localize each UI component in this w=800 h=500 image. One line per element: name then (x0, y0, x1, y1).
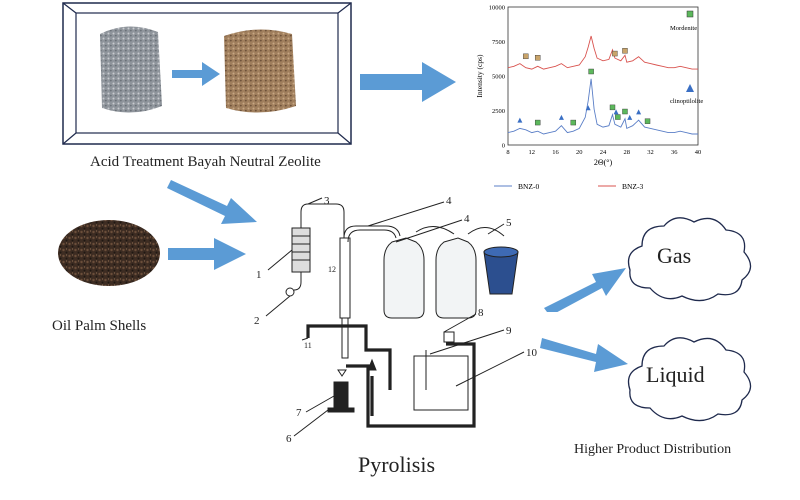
mordenite-marker-bnz0 (644, 118, 651, 124)
collection-bottle-1 (383, 237, 425, 319)
mordenite-marker-bnz3 (612, 50, 618, 57)
part-number-12: 12 (328, 265, 336, 274)
x-tick-label: 36 (671, 149, 678, 156)
part-number-2: 2 (254, 315, 260, 327)
part-number-9: 9 (506, 325, 512, 337)
zeolite-caption: Acid Treatment Bayah Neutral Zeolite (90, 154, 321, 170)
part-number-6: 6 (286, 433, 292, 445)
x-tick-label: 28 (624, 149, 631, 156)
gas-cloud (627, 217, 752, 302)
water-bucket (483, 251, 519, 295)
x-axis-label: 2Θ(°) (594, 158, 613, 167)
mordenite-marker-bnz0 (534, 119, 541, 126)
x-tick-label: 24 (600, 149, 607, 156)
y-tick-label: 2500 (492, 108, 505, 115)
mordenite-marker-bnz3 (534, 55, 541, 61)
part-number-7: 7 (296, 407, 302, 419)
clinoptilolite-marker (517, 117, 523, 123)
x-tick-label: 16 (552, 149, 559, 156)
reactor-column (339, 237, 351, 319)
clinoptilolite-legend-marker (686, 84, 694, 92)
x-tick-label: 32 (647, 149, 654, 156)
mordenite-marker-bnz0 (615, 114, 621, 120)
y-tick-label: 5000 (492, 74, 505, 81)
clinoptilolite-marker (558, 114, 564, 120)
liquid-label: Liquid (646, 362, 705, 387)
neutral-zeolite-sample (100, 26, 162, 113)
arrow-to-xrd (360, 62, 456, 102)
clinoptilolite-legend-label: clinoptilolite (670, 98, 703, 105)
x-tick-label: 12 (529, 149, 536, 156)
pyrolysis-apparatus: 1 2 3 4 4 5 6 7 8 9 10 11 12 (254, 195, 538, 445)
arrow-shells-to-reactor (168, 238, 246, 270)
series-bnz3-line (507, 35, 698, 70)
mordenite-marker-bnz0 (622, 108, 628, 115)
clinoptilolite-marker (627, 114, 633, 120)
plot-frame (507, 6, 699, 146)
oil-palm-shells-image (58, 220, 160, 286)
part-number-10: 10 (526, 347, 538, 359)
pyrolysis-caption: Pyrolisis (358, 452, 436, 477)
clinoptilolite-marker (636, 109, 642, 115)
y-tick-label: 10000 (489, 5, 505, 12)
mordenite-marker-bnz0 (570, 119, 577, 126)
condenser (291, 227, 311, 273)
mordenite-marker-bnz0 (588, 68, 594, 75)
part-number-5: 5 (506, 217, 512, 229)
treated-zeolite-sample (224, 29, 296, 113)
thermocouple (443, 331, 455, 343)
part-number-1: 1 (256, 269, 262, 281)
part-number-4b: 4 (464, 213, 470, 225)
clinoptilolite-marker (585, 105, 591, 111)
liquid-cloud (627, 337, 752, 422)
gas-label: Gas (657, 243, 692, 268)
shells-caption: Oil Palm Shells (52, 318, 147, 334)
legend-bnz0: BNZ-0 (518, 182, 539, 191)
arrow-to-gas (544, 268, 626, 312)
part-number-8: 8 (478, 307, 484, 319)
arrow-to-liquid (540, 338, 628, 372)
arrow-neutral-to-treated (172, 62, 220, 86)
mordenite-legend-marker (686, 10, 694, 18)
x-tick-label: 8 (506, 149, 509, 156)
y-axis-label: Intensity (cps) (475, 54, 484, 98)
part-number-3: 3 (324, 195, 330, 207)
y-tick-label: 0 (502, 143, 505, 150)
y-tick-label: 7500 (492, 39, 505, 46)
clinoptilolite-marker (613, 109, 619, 115)
products-caption: Higher Product Distribution (574, 442, 732, 457)
part-number-11: 11 (304, 341, 312, 350)
legend-bnz3: BNZ-3 (622, 182, 643, 191)
collection-bottle-2 (435, 237, 477, 319)
mordenite-legend-label: Mordenite (670, 25, 697, 32)
x-tick-label: 40 (695, 149, 702, 156)
arrow-zeolite-to-reactor (167, 180, 257, 224)
mordenite-marker-bnz3 (622, 48, 628, 54)
x-tick-label: 20 (576, 149, 583, 156)
series-bnz0-line (507, 78, 698, 135)
furnace (333, 381, 349, 409)
heater-box (413, 355, 469, 411)
part-number-4a: 4 (446, 195, 452, 207)
zeolite-image-panel (62, 2, 352, 145)
pump-gauge (285, 287, 295, 297)
mordenite-marker-bnz3 (523, 53, 529, 60)
mordenite-marker-bnz0 (609, 104, 616, 111)
xrd-chart: 0 2500 5000 7500 10000 8 12 16 20 24 28 32 36 40 Int… (475, 5, 703, 192)
